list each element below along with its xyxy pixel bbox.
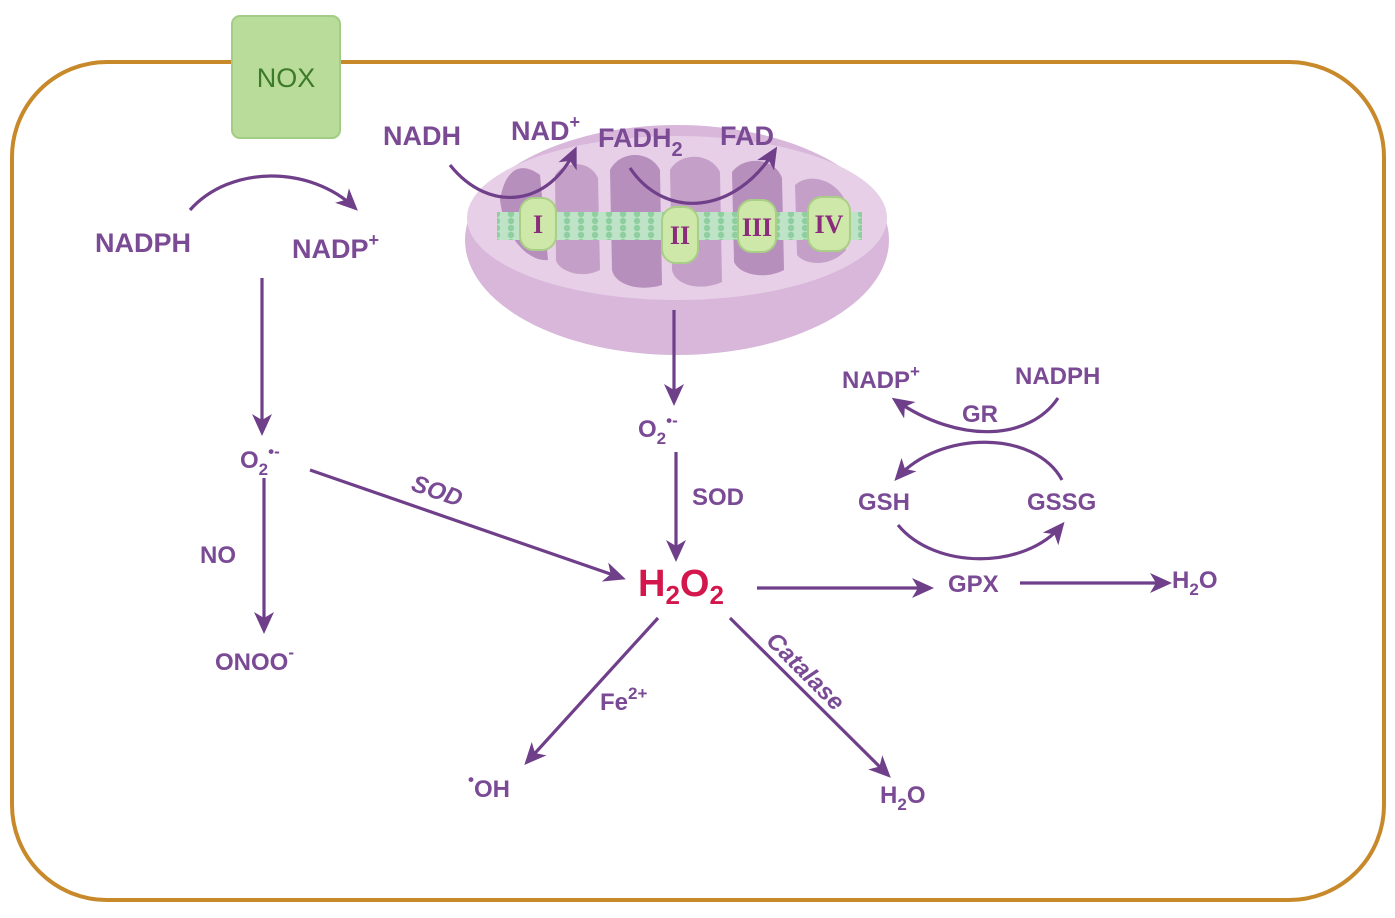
complex-i-label: I [533, 210, 543, 239]
gr-nadp-plus-label: NADP+ [842, 362, 920, 394]
complex-iii-shape [737, 199, 777, 253]
fe2-label: Fe2+ [600, 684, 647, 716]
peroxynitrite-label: ONOO- [215, 643, 294, 676]
gsh-to-gssg-arrow [896, 521, 1065, 561]
gpx-label: GPX [948, 571, 999, 598]
complex-iv-label: IV [815, 210, 844, 239]
superoxide-left-label: O2•- [240, 442, 280, 479]
water-catalase-label: H2O [880, 782, 925, 814]
fad-label: FAD [720, 121, 774, 151]
gr-label: GR [962, 401, 998, 428]
fadh2-to-fad-arrow [628, 146, 778, 205]
nox-label: NOX [257, 63, 316, 93]
h2o2-to-water-catalase-arrow [728, 616, 891, 778]
no-label: NO [200, 542, 236, 569]
h2o2-to-oh-arrow [524, 616, 660, 765]
nox-box [231, 15, 341, 139]
nadp-plus-label: NADP+ [292, 230, 379, 264]
gssg-to-gsh-arrow [894, 440, 1064, 481]
complex-ii-label: II [670, 221, 690, 250]
complex-i-shape [519, 197, 557, 251]
complex-ii-shape [661, 206, 699, 264]
gsh-label: GSH [858, 489, 910, 516]
nadph-label: NADPH [95, 228, 191, 258]
h2o2-label: H2O2 [638, 563, 724, 610]
gr-nadph-label: NADPH [1015, 363, 1100, 390]
cell-membrane [10, 60, 1386, 902]
nad-plus-label: NAD+ [511, 112, 580, 146]
superoxide-center-label: O2•- [638, 411, 678, 448]
fadh2-label: FADH2 [598, 123, 683, 161]
nadph-to-nadp-gr-arrow [891, 397, 1060, 434]
complex-iv-shape [807, 196, 851, 252]
complex-iii-label: III [742, 213, 772, 242]
nadh-label: NADH [383, 121, 461, 151]
gssg-label: GSSG [1027, 489, 1096, 516]
hydroxyl-radical-label: •OH [468, 770, 510, 803]
mitochondrion: I II III IV [465, 125, 889, 355]
nadh-to-nad-arrow [448, 146, 577, 200]
nadph-to-nadp-arrow [188, 174, 358, 212]
water-gpx-label: H2O [1172, 567, 1217, 599]
superoxide-to-h2o2-arrow [309, 468, 626, 582]
sod-center-label: SOD [692, 484, 744, 511]
